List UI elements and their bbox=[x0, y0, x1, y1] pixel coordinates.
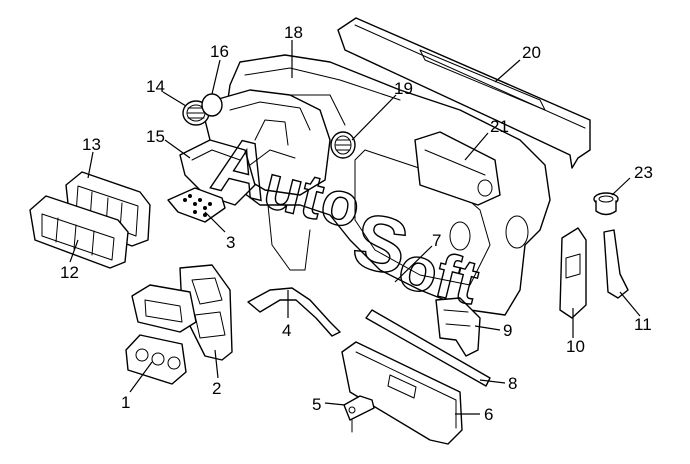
callout-21: 21 bbox=[490, 117, 509, 136]
part-20-top-pad bbox=[337, 17, 591, 169]
part-radio-housing bbox=[131, 284, 197, 333]
callout-11: 11 bbox=[634, 315, 652, 334]
part-3-lower-trim bbox=[167, 187, 226, 223]
callout-2: 2 bbox=[212, 379, 221, 398]
part-5-lock bbox=[343, 395, 375, 433]
part-1-heater-control bbox=[125, 334, 187, 385]
callout-10: 10 bbox=[566, 337, 585, 356]
callout-13: 13 bbox=[82, 135, 101, 154]
callout-12: 12 bbox=[60, 263, 79, 282]
callout-labels: 1 2 3 4 5 6 7 8 9 10 11 12 13 14 15 16 1… bbox=[60, 23, 653, 424]
callout-1: 1 bbox=[121, 393, 130, 412]
callout-7: 7 bbox=[432, 231, 441, 250]
part-9-bracket-assembly bbox=[435, 297, 481, 357]
part-10-side-panel bbox=[559, 227, 587, 319]
callout-9: 9 bbox=[503, 321, 512, 340]
callout-6: 6 bbox=[484, 405, 493, 424]
callout-3: 3 bbox=[226, 233, 235, 252]
callout-14: 14 bbox=[146, 77, 165, 96]
leader-lines bbox=[69, 40, 641, 415]
callout-5: 5 bbox=[312, 395, 321, 414]
callout-16: 16 bbox=[210, 42, 229, 61]
callout-20: 20 bbox=[522, 43, 541, 62]
callout-19: 19 bbox=[394, 79, 413, 98]
part-23-plug bbox=[593, 192, 619, 216]
callout-4: 4 bbox=[282, 321, 291, 340]
callout-23: 23 bbox=[634, 163, 653, 182]
part-21-airbag-cover bbox=[414, 131, 501, 206]
part-11-side-trim bbox=[603, 229, 629, 299]
part-8-strip bbox=[365, 309, 491, 387]
callout-18: 18 bbox=[284, 23, 303, 42]
part-19-center-vent bbox=[330, 131, 356, 159]
part-12-vent-bezel bbox=[29, 195, 129, 269]
part-14-left-vent bbox=[182, 93, 223, 126]
part-4-bracket bbox=[247, 287, 341, 337]
callout-8: 8 bbox=[508, 374, 517, 393]
callout-15: 15 bbox=[146, 127, 165, 146]
